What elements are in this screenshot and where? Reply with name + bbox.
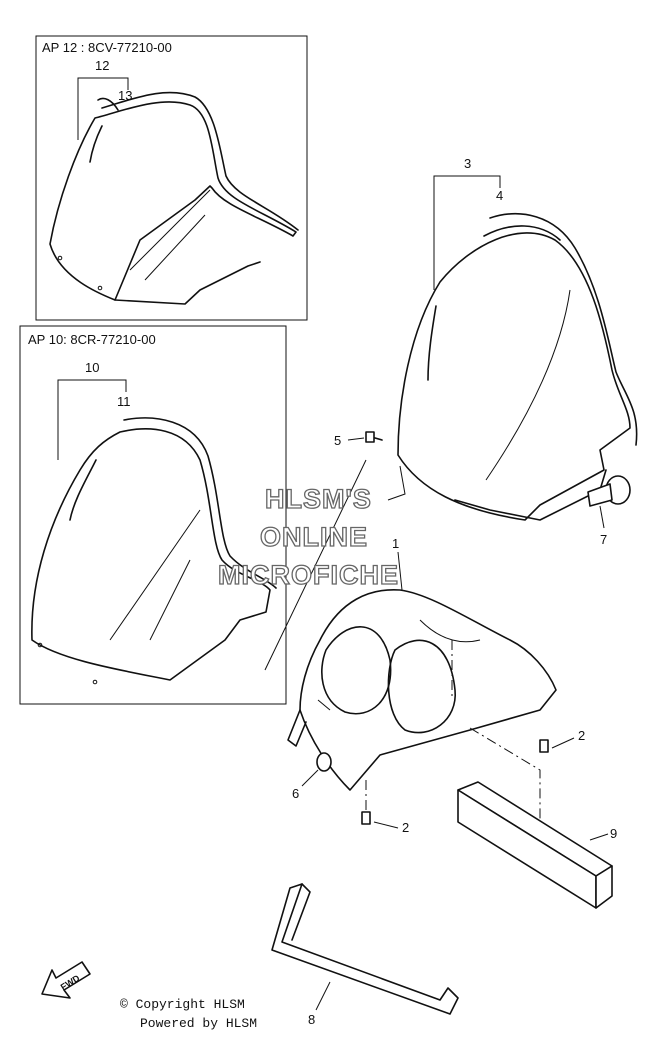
pad-9[interactable] xyxy=(457,781,613,909)
leader-lines xyxy=(264,459,406,671)
windshield-main[interactable] xyxy=(397,212,638,521)
fwd-arrow-icon: FWD xyxy=(41,961,91,999)
watermark-line3: MICROFICHE xyxy=(218,560,399,590)
callout-12[interactable]: 12 xyxy=(95,58,109,73)
bracket-3 xyxy=(433,175,501,290)
grommet-6[interactable] xyxy=(316,752,332,772)
callout-3[interactable]: 3 xyxy=(464,156,471,171)
callout-11[interactable]: 11 xyxy=(117,394,131,409)
callout-2-right[interactable]: 2 xyxy=(578,728,585,743)
callout-5[interactable]: 5 xyxy=(334,433,341,448)
callout-4[interactable]: 4 xyxy=(496,188,503,203)
windshield-ap12[interactable] xyxy=(49,91,299,305)
inset-title-ap12: AP 12 : 8CV-77210-00 xyxy=(42,40,172,55)
watermark-line2: ONLINE xyxy=(260,522,368,552)
handle-8[interactable] xyxy=(271,883,459,1015)
bolt-5[interactable] xyxy=(365,431,383,443)
bolt-2-right[interactable] xyxy=(539,739,549,753)
cowling-1[interactable] xyxy=(287,589,557,791)
callout-10[interactable]: 10 xyxy=(85,360,99,375)
watermark: HLSM'S ONLINE MICROFICHE xyxy=(217,483,399,590)
inset-title-ap10: AP 10: 8CR-77210-00 xyxy=(28,332,156,347)
powered-by-text: Powered by HLSM xyxy=(140,1016,257,1031)
inset-box-ap10: AP 10: 8CR-77210-00 10 11 xyxy=(19,325,287,705)
callout-7[interactable]: 7 xyxy=(600,532,607,547)
mirror-knob-7[interactable] xyxy=(587,475,631,507)
callout-8[interactable]: 8 xyxy=(308,1012,315,1027)
callout-9[interactable]: 9 xyxy=(610,826,617,841)
windshield-ap10[interactable] xyxy=(31,417,277,685)
watermark-line1: HLSM'S xyxy=(265,484,372,514)
inset-box-ap12: AP 12 : 8CV-77210-00 12 13 xyxy=(35,35,308,321)
callout-1[interactable]: 1 xyxy=(392,536,399,551)
callout-6[interactable]: 6 xyxy=(292,786,299,801)
bolt-2-bottom[interactable] xyxy=(361,811,371,825)
callout-2-bottom[interactable]: 2 xyxy=(402,820,409,835)
copyright-text: © Copyright HLSM xyxy=(120,997,245,1012)
